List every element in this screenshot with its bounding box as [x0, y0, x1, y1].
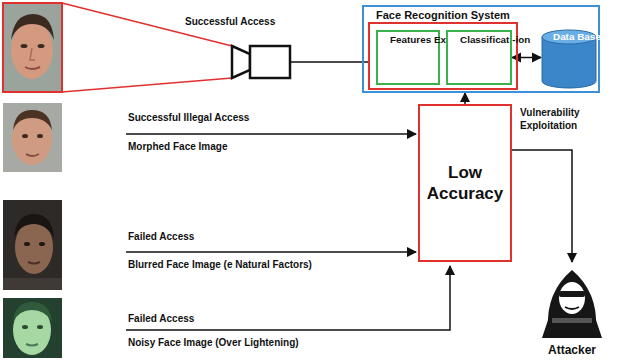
process-box: Classificat -ion — [446, 30, 512, 85]
face-photo — [3, 3, 62, 92]
flow-label: Successful Illegal Access — [128, 112, 249, 123]
process-box: Features Extraction — [376, 30, 440, 85]
camera-link — [291, 61, 368, 63]
connector-arrow — [512, 150, 572, 262]
attacker-figure: Attacker — [528, 262, 616, 357]
flow-label: Successful Access — [185, 16, 275, 27]
face-photo — [3, 103, 62, 172]
accuracy-box: Low Accuracy — [418, 104, 512, 262]
flow-label: Morphed Face Image — [128, 141, 227, 152]
node-title: Data Base — [553, 31, 601, 43]
attacker-icon — [528, 262, 616, 338]
flow-label: Failed Access — [128, 231, 194, 242]
flow-label: Blurred Face Image (e Natural Factors) — [128, 259, 312, 270]
camera-icon — [232, 46, 290, 78]
input-arrow — [126, 133, 416, 135]
flow-label: Noisy Face Image (Over Lightening) — [128, 337, 299, 348]
system-box: Face Recognition SystemFeatures Extracti… — [362, 5, 600, 93]
flow-label: Failed Access — [128, 313, 194, 324]
face-photo — [3, 298, 62, 358]
node-title: Face Recognition System — [376, 9, 510, 21]
node-title: Attacker — [548, 343, 596, 357]
zoom-line — [62, 78, 232, 92]
input-arrow — [126, 266, 450, 330]
node-title: Classificat -ion — [460, 34, 530, 46]
connector-arrow — [464, 93, 466, 104]
database-cylinder: Data Base — [541, 29, 597, 89]
node-title: Low Accuracy — [424, 162, 506, 205]
face-photo — [3, 200, 62, 290]
edge-label: Vulnerability Exploitation — [520, 106, 632, 132]
input-arrow — [126, 251, 416, 253]
